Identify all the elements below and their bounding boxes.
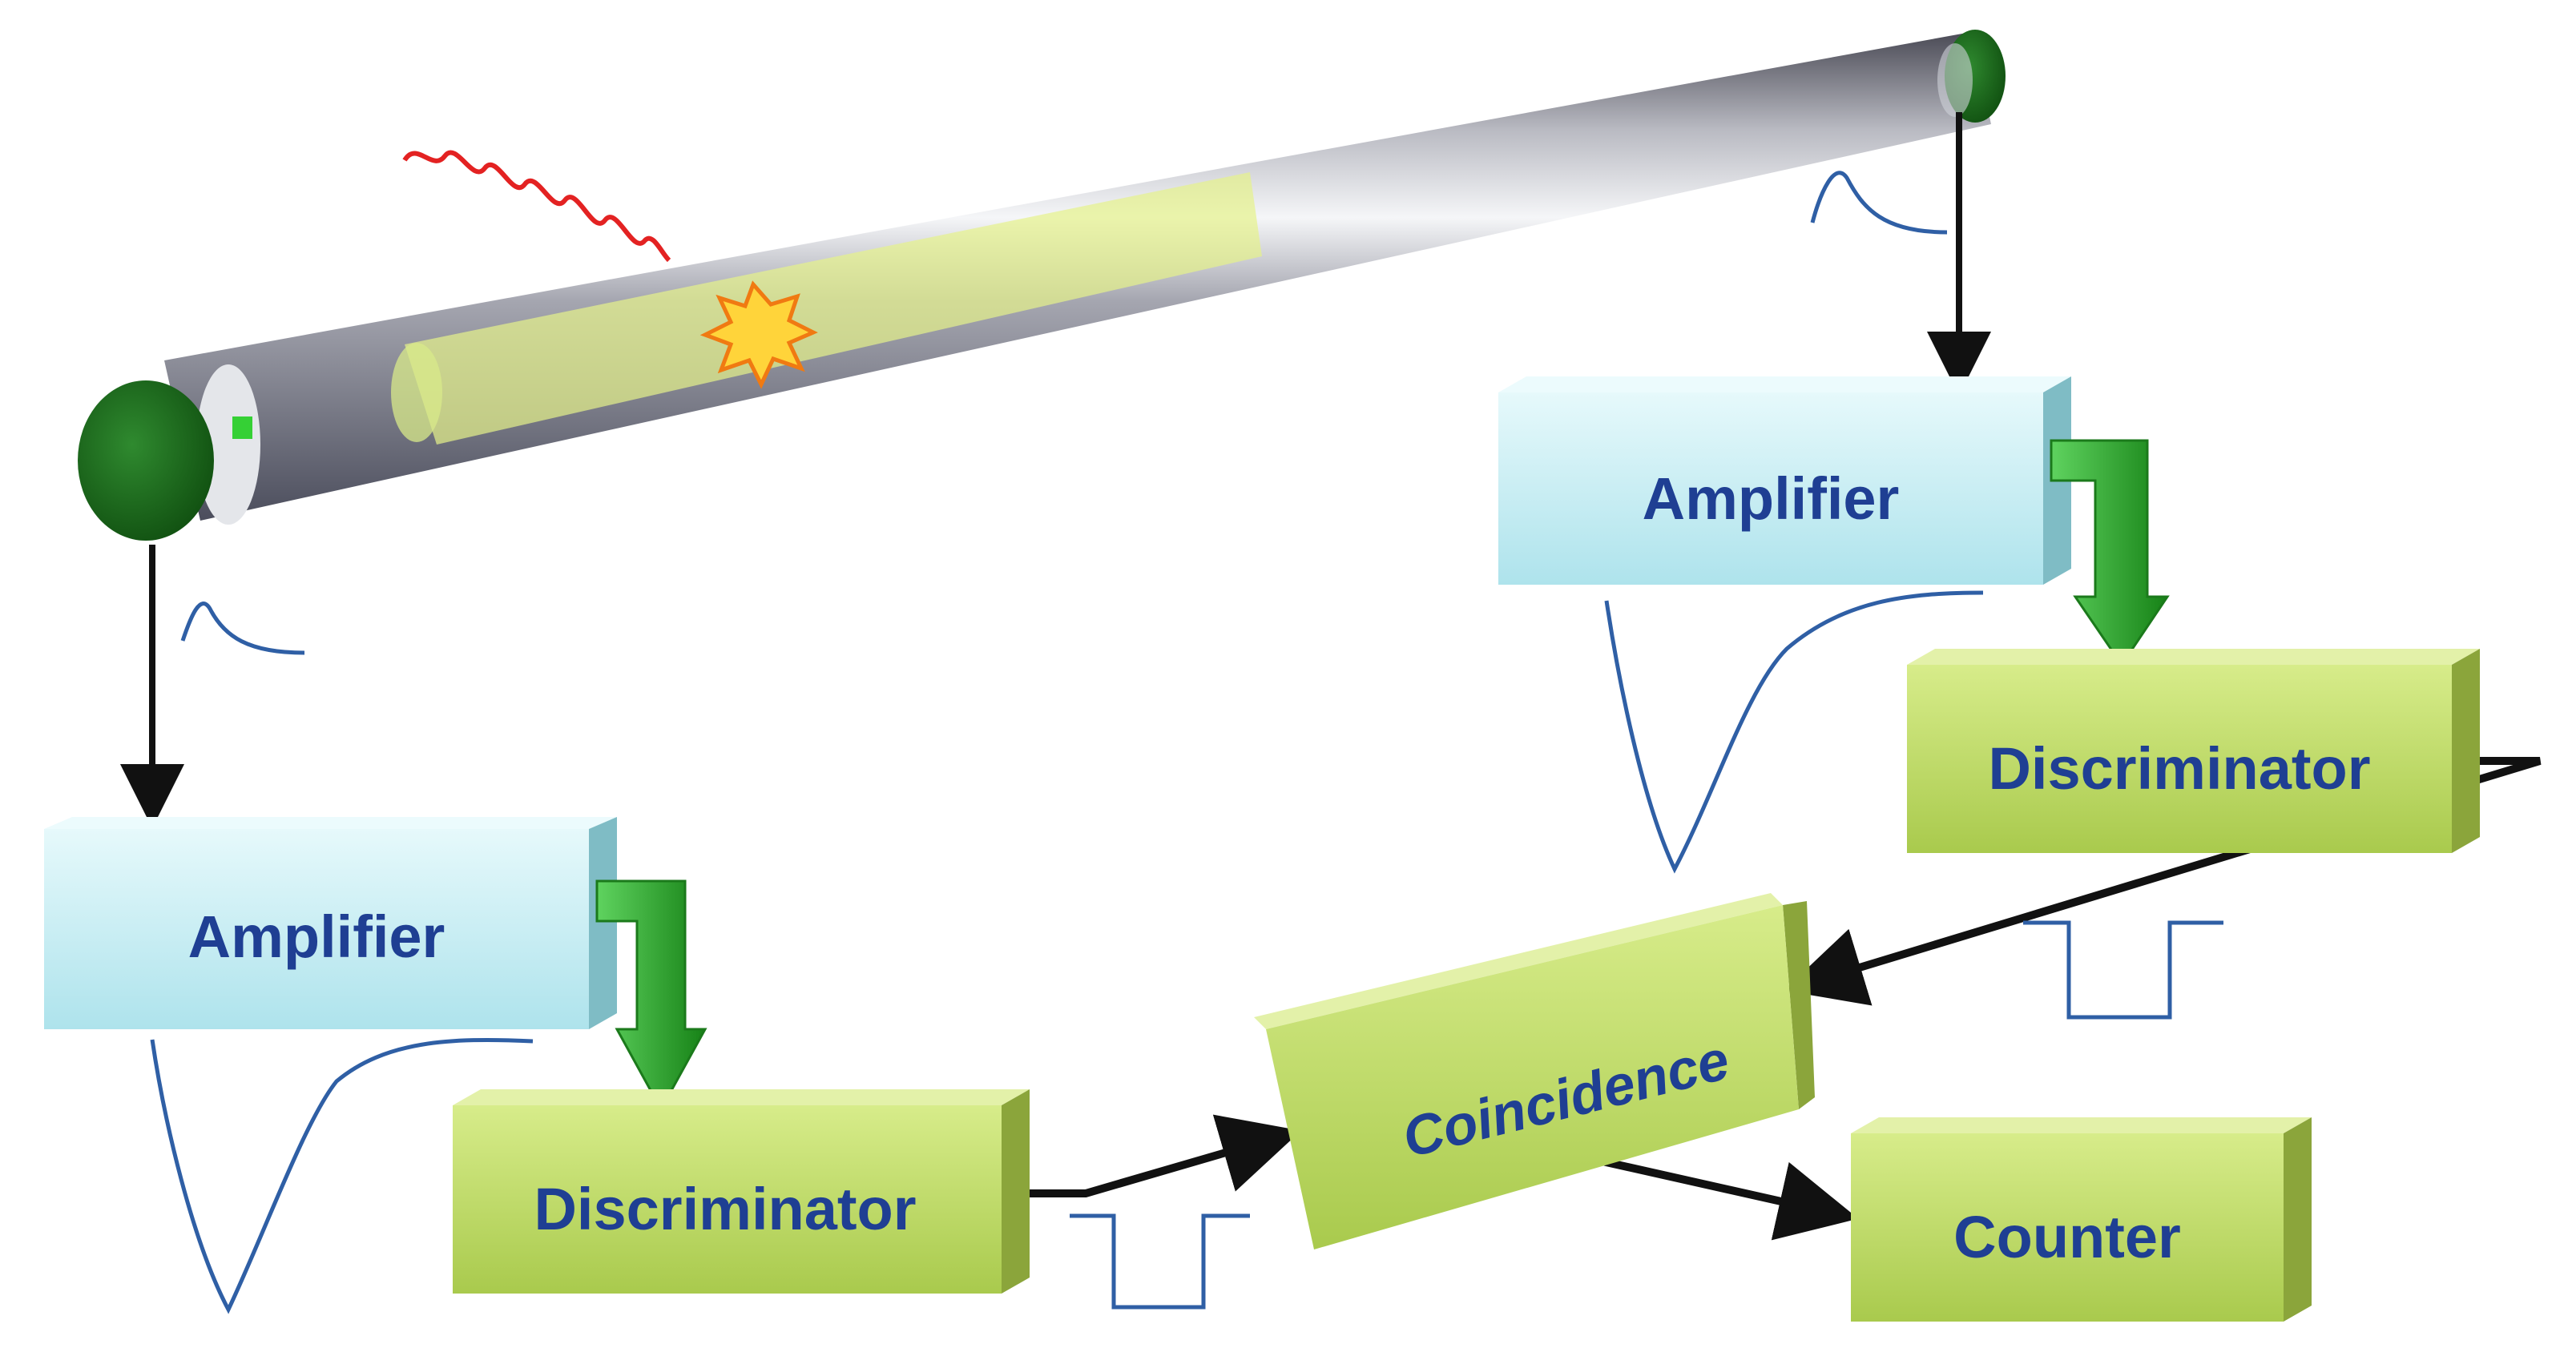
discriminator-left-label: Discriminator bbox=[534, 1176, 916, 1242]
counter-label: Counter bbox=[1953, 1204, 2181, 1270]
arrow-coincidence-to-counter bbox=[1601, 1157, 1859, 1241]
amplifier-left-block: Amplifier bbox=[44, 817, 617, 1029]
photon-wave-icon bbox=[402, 150, 671, 263]
amplifier-right-label: Amplifier bbox=[1643, 465, 1900, 532]
amplifier-right-block: Amplifier bbox=[1498, 376, 2071, 585]
pulse-small-left bbox=[180, 602, 305, 655]
arrow-discriminator-left-to-coincidence bbox=[1014, 1114, 1301, 1197]
scintillator-tube bbox=[78, 30, 2006, 541]
green-arrow-left-icon bbox=[595, 879, 707, 1113]
amplifier-left-label: Amplifier bbox=[188, 903, 445, 970]
scintillation-flash-icon bbox=[699, 280, 818, 389]
pulse-large-left bbox=[150, 1037, 534, 1314]
pulse-small-right bbox=[1810, 171, 1948, 235]
pulse-large-right bbox=[1604, 590, 1984, 874]
light-cone bbox=[405, 172, 1262, 445]
counter-block: Counter bbox=[1851, 1117, 2312, 1322]
green-arrow-right-icon bbox=[2050, 439, 2170, 667]
discriminator-right-block: Discriminator bbox=[1907, 649, 2480, 853]
logic-pulse-right bbox=[2023, 920, 2223, 1020]
discriminator-right-label: Discriminator bbox=[1988, 735, 2370, 802]
pmt-left bbox=[78, 380, 214, 541]
discriminator-left-block: Discriminator bbox=[453, 1089, 1030, 1294]
logic-pulse-left bbox=[1070, 1213, 1250, 1310]
arrow-discriminator-right-to-coincidence bbox=[1784, 757, 2542, 1006]
coincidence-block: Coincidence bbox=[1254, 893, 1815, 1249]
